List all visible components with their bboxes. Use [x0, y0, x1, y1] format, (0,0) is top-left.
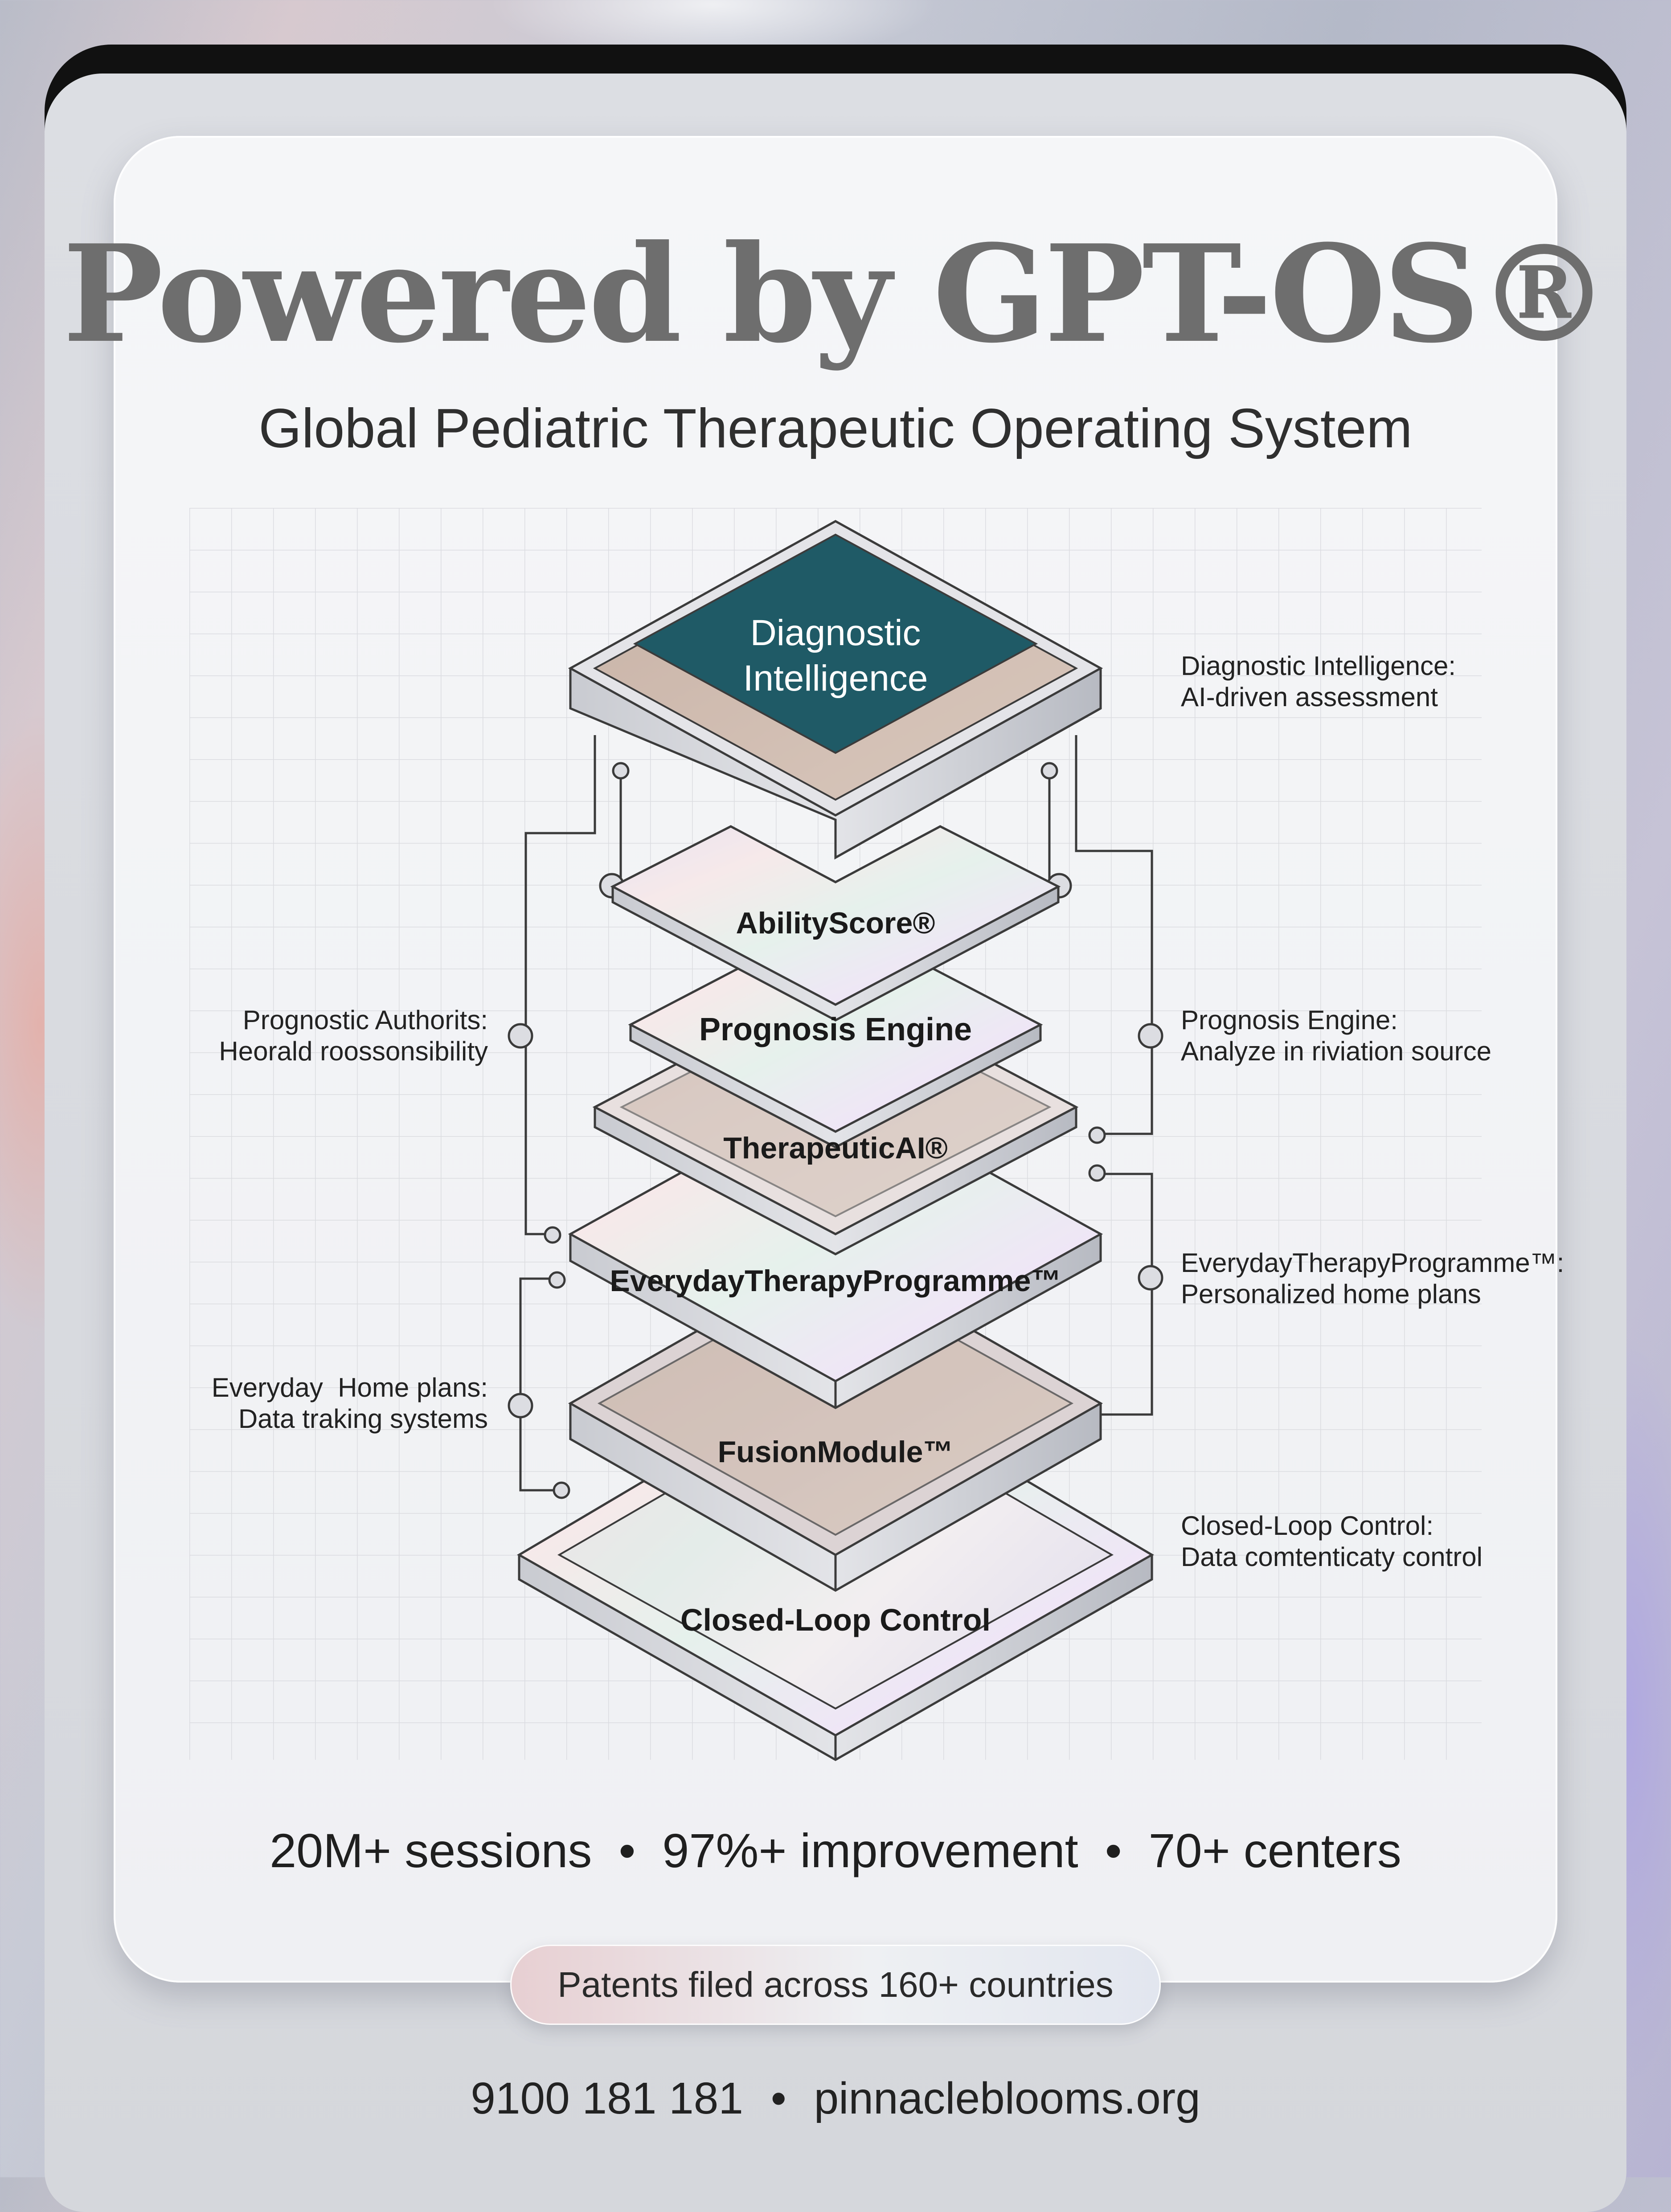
- layer-label-fusion-module: FusionModule™: [718, 1435, 954, 1469]
- annotation-desc: Heorald roossonsibility: [219, 1036, 488, 1066]
- layer-prognosis-engine: [628, 916, 1043, 1149]
- layer-label-closed-loop: Closed-Loop Control: [680, 1603, 991, 1637]
- stat-centers: 70+ centers: [1148, 1824, 1401, 1877]
- stat-separator: •: [1105, 1824, 1122, 1877]
- layer-ability-score: [610, 825, 1061, 1022]
- annotation-title: Prognostic Authorits:: [242, 1005, 488, 1035]
- annotation-desc: Data comtenticaty control: [1181, 1542, 1483, 1572]
- annotation-diagnostic: Diagnostic Intelligence: AI-driven asses…: [1181, 650, 1456, 713]
- connector-lines: [519, 735, 1153, 1492]
- layer-label-prognosis-engine: Prognosis Engine: [699, 1012, 972, 1047]
- stat-sessions: 20M+ sessions: [270, 1824, 592, 1877]
- annotation-prognostic-authorits: Prognostic Authorits: Heorald roossonsib…: [219, 1005, 488, 1067]
- annotation-desc: Data traking systems: [238, 1404, 488, 1434]
- annotation-closed-loop: Closed-Loop Control: Data comtenticaty c…: [1181, 1510, 1483, 1573]
- contact-website[interactable]: pinnacleblooms.org: [814, 2073, 1200, 2123]
- contact-phone[interactable]: 9100 181 181: [471, 2073, 743, 2123]
- contact-separator: •: [770, 2073, 786, 2123]
- annotation-prognosis-engine: Prognosis Engine: Analyze in riviation s…: [1181, 1005, 1491, 1067]
- stat-improvement: 97%+ improvement: [662, 1824, 1078, 1877]
- layer-label-everyday-therapy: EverydayTherapyProgramme™: [610, 1264, 1061, 1298]
- annotation-desc: Personalized home plans: [1181, 1279, 1481, 1309]
- annotation-desc: Analyze in riviation source: [1181, 1036, 1492, 1066]
- annotation-everyday-home-plans: Everyday Home plans: Data traking system…: [212, 1372, 488, 1435]
- annotation-title: EverydayTherapyProgramme™:: [1181, 1248, 1565, 1278]
- stat-separator: •: [618, 1824, 636, 1877]
- layer-diagnostic-intelligence: [568, 520, 1103, 860]
- contact-line: 9100 181 181 • pinnacleblooms.org: [0, 2076, 1671, 2121]
- annotation-title: Prognosis Engine:: [1181, 1005, 1398, 1035]
- layer-label-diagnostic-line2: Intelligence: [743, 658, 928, 699]
- annotation-everyday-therapy: EverydayTherapyProgramme™: Personalized …: [1181, 1247, 1564, 1310]
- page-title: Powered by GPT-OS®: [62, 215, 1611, 372]
- annotation-desc: AI-driven assessment: [1181, 682, 1438, 712]
- page-subtitle: Global Pediatric Therapeutic Operating S…: [258, 398, 1413, 459]
- patents-badge-label: Patents filed across 160+ countries: [557, 1965, 1114, 2004]
- annotation-title: Diagnostic Intelligence:: [1181, 651, 1456, 681]
- stats-row: 20M+ sessions • 97%+ improvement • 70+ c…: [0, 1827, 1671, 1875]
- annotation-title: Closed-Loop Control:: [1181, 1511, 1433, 1541]
- annotation-title: Everyday Home plans:: [211, 1373, 488, 1402]
- layer-label-diagnostic-line1: Diagnostic: [750, 613, 921, 653]
- patents-badge: Patents filed across 160+ countries: [510, 1945, 1161, 2025]
- layer-label-therapeutic-ai: TherapeuticAI®: [723, 1131, 948, 1165]
- layer-label-ability-score: AbilityScore®: [736, 906, 935, 940]
